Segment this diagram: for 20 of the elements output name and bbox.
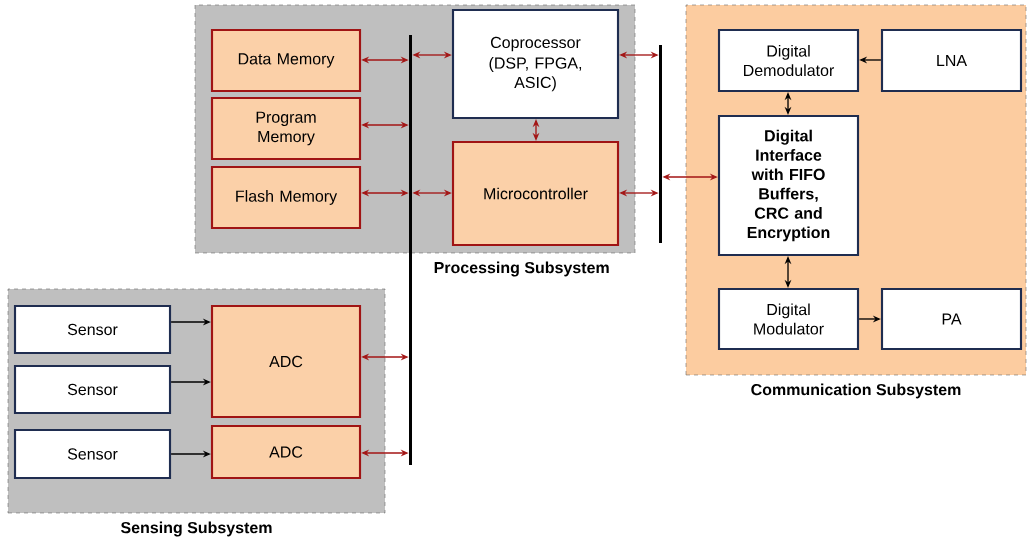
block-box: Sensor	[13, 364, 172, 415]
block-box: ADC	[210, 424, 362, 480]
block-box: Digital Demodulator	[717, 28, 860, 93]
block-box: PA	[880, 287, 1023, 351]
block-box: Sensor	[13, 428, 172, 480]
block-box: Digital Interface with FIFO Buffers, CRC and Encryption	[717, 114, 860, 257]
node-label: Communication Subsystem	[751, 383, 961, 399]
block-box: ADC	[210, 304, 362, 419]
block-box: Microcontroller	[451, 140, 620, 247]
block-box: Data Memory	[210, 28, 362, 93]
block-box: Program Memory	[210, 96, 362, 161]
bus-bar	[659, 45, 662, 243]
node-label: Processing Subsystem	[434, 261, 609, 277]
block-box: Digital Modulator	[717, 287, 860, 351]
bus-bar	[409, 35, 412, 465]
block-box: Coprocessor (DSP, FPGA, ASIC)	[451, 8, 620, 120]
block-box: Flash Memory	[210, 165, 362, 230]
block-box: Sensor	[13, 304, 172, 355]
block-box: LNA	[880, 28, 1023, 93]
node-label: Sensing Subsystem	[120, 521, 272, 537]
